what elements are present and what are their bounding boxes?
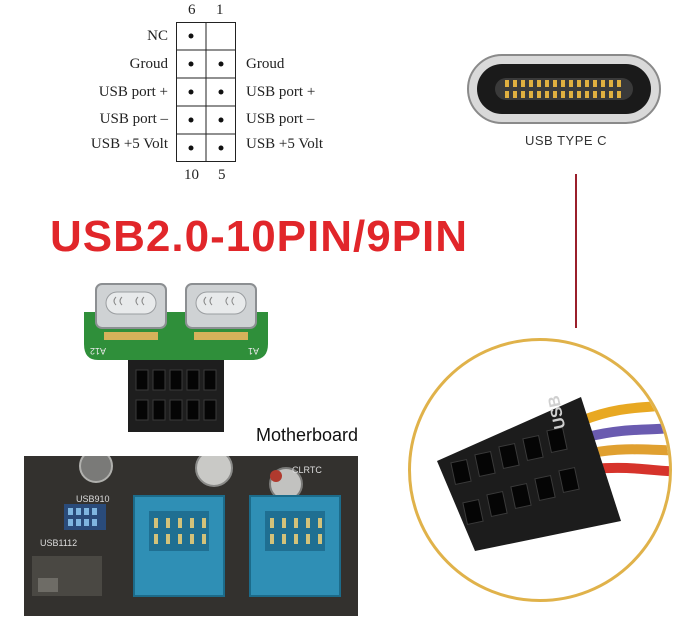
silkscreen-clrtc: CLRTC	[292, 465, 322, 475]
pin-label-usb-minus-left: USB port –	[99, 111, 168, 127]
pin-number-1: 1	[216, 2, 224, 18]
silkscreen-a1: A1	[248, 346, 260, 356]
pin-label-nc: NC	[147, 28, 168, 44]
pin-number-5: 5	[218, 167, 226, 183]
cable-connector-photo	[437, 397, 669, 551]
connector-line	[575, 174, 577, 328]
adapter-board-photo	[84, 283, 268, 432]
silkscreen-usb910: USB910	[76, 494, 110, 504]
usb-typec-port-icon	[467, 54, 661, 124]
pin-label-ground-right: Groud	[246, 56, 285, 72]
pin-label-usb-plus-right: USB port +	[246, 84, 316, 100]
pin-label-5v-left: USB +5 Volt	[90, 136, 168, 152]
motherboard-label: Motherboard	[256, 425, 359, 445]
silkscreen-a12: A12	[90, 346, 107, 356]
pin-header-grid	[176, 22, 236, 162]
cable-connector-zoom-circle: USB	[408, 338, 672, 602]
pin-number-10: 10	[184, 167, 199, 183]
pin-label-5v-right: USB +5 Volt	[246, 136, 324, 152]
headline: USB2.0-10PIN/9PIN	[50, 212, 469, 261]
usb-typec-caption: USB TYPE C	[525, 133, 608, 148]
silkscreen-usb1112: USB1112	[40, 538, 78, 548]
pin-label-usb-plus-left: USB port +	[98, 84, 168, 100]
pin-label-ground-left: Groud	[129, 56, 168, 72]
pin-label-usb-minus-right: USB port –	[246, 111, 315, 127]
motherboard-photo	[24, 456, 358, 616]
pin-number-6: 6	[188, 2, 196, 18]
